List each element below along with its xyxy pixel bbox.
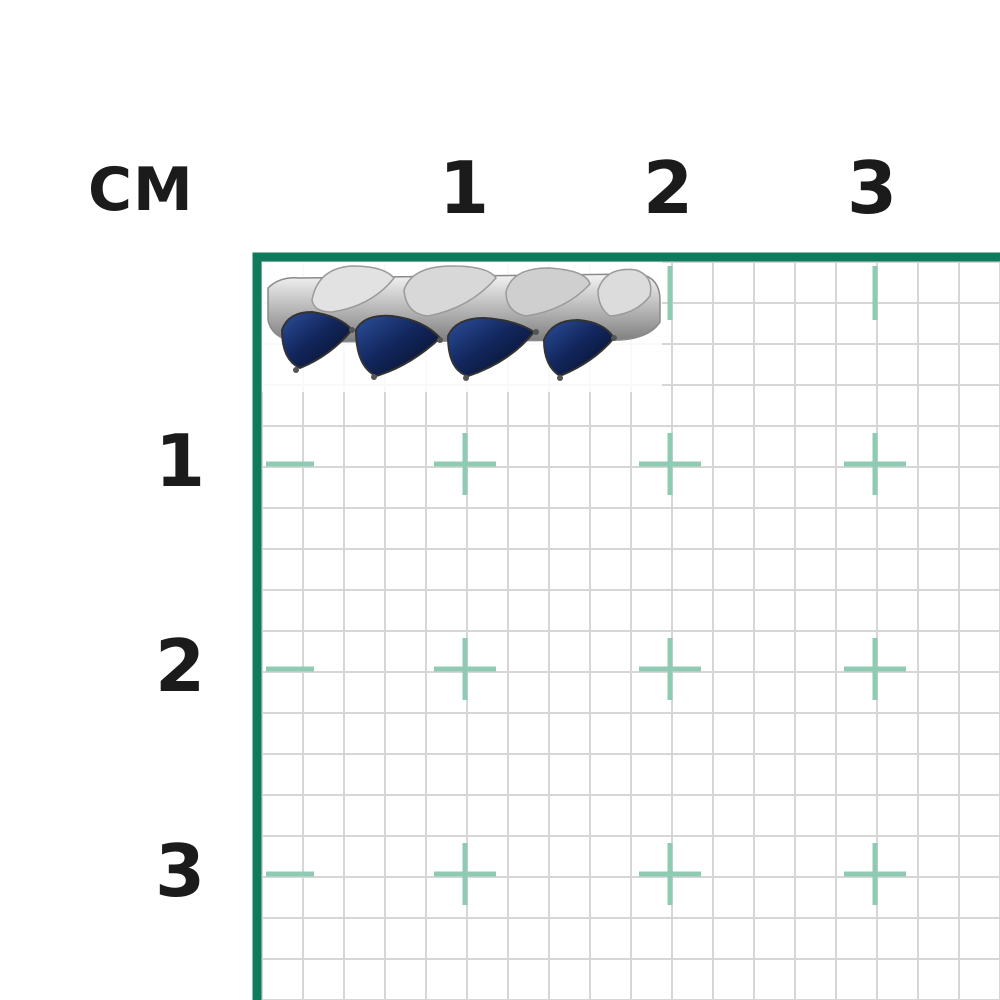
x-label-2: 2: [642, 146, 694, 230]
grid-frame: [252, 252, 1000, 1000]
unit-label: CM: [88, 155, 194, 225]
ring-image: [262, 262, 662, 392]
x-label-1: 1: [438, 146, 490, 230]
grid-crosses: [266, 266, 906, 905]
y-label-2: 2: [154, 624, 206, 708]
y-label-1: 1: [154, 419, 206, 503]
y-label-3: 3: [154, 829, 206, 913]
x-label-3: 3: [846, 146, 898, 230]
